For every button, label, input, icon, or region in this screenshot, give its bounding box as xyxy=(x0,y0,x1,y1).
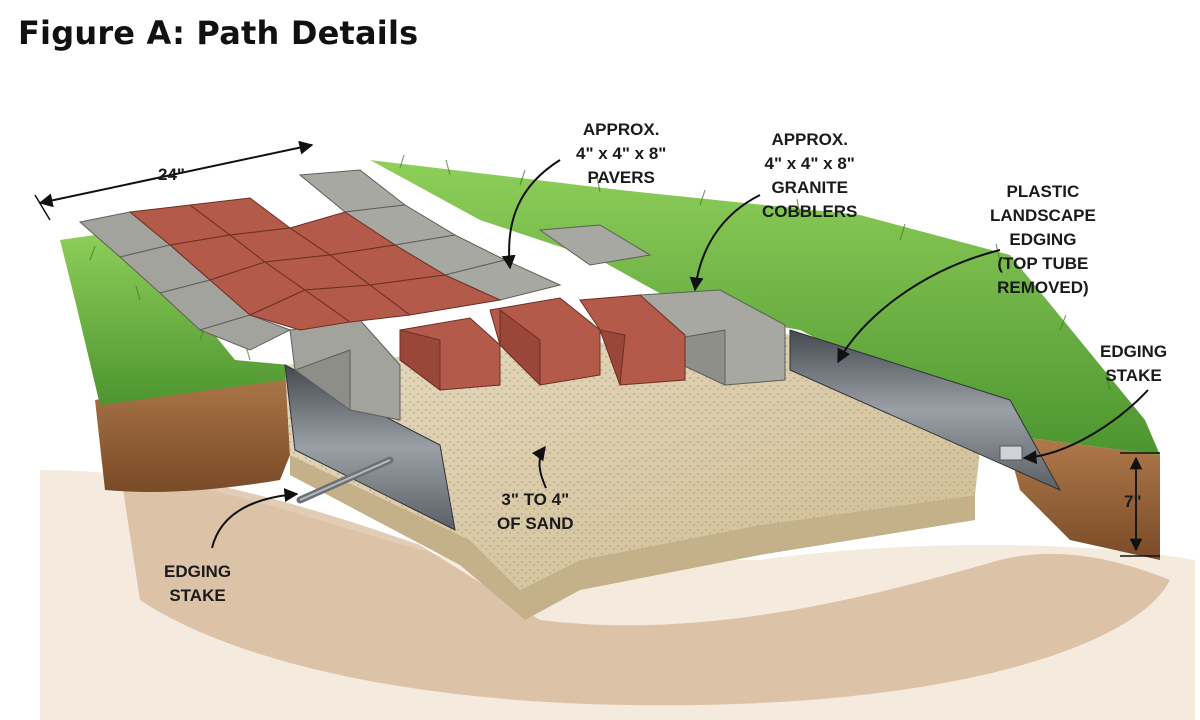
cobblers-callout-line: GRANITE xyxy=(762,176,857,200)
edging-callout-line: REMOVED) xyxy=(990,276,1096,300)
cobblers-callout-line: APPROX. xyxy=(762,128,857,152)
pavers-callout-line: APPROX. xyxy=(576,118,666,142)
stake-left-callout: EDGING STAKE xyxy=(164,560,231,608)
sand-callout: 3" TO 4" OF SAND xyxy=(497,488,574,536)
sand-callout-line: OF SAND xyxy=(497,512,574,536)
stake-left-callout-line: STAKE xyxy=(164,584,231,608)
stake-right-callout-line: EDGING xyxy=(1100,340,1167,364)
pavers-callout-line: 4" x 4" x 8" xyxy=(576,142,666,166)
edging-callout-line: EDGING xyxy=(990,228,1096,252)
sand-callout-line: 3" TO 4" xyxy=(497,488,574,512)
edging-callout: PLASTIC LANDSCAPE EDGING (TOP TUBE REMOV… xyxy=(990,180,1096,300)
edging-callout-line: (TOP TUBE xyxy=(990,252,1096,276)
edging-callout-line: PLASTIC xyxy=(990,180,1096,204)
stake-left-callout-line: EDGING xyxy=(164,560,231,584)
stake-right-callout-line: STAKE xyxy=(1100,364,1167,388)
width-dimension-label: 24" xyxy=(158,163,185,187)
depth-dimension-label: 7" xyxy=(1124,490,1142,514)
edging-callout-line: LANDSCAPE xyxy=(990,204,1096,228)
pavers-callout-line: PAVERS xyxy=(576,166,666,190)
cobblers-callout-line: 4" x 4" x 8" xyxy=(762,152,857,176)
right-edging-stake xyxy=(1000,446,1022,460)
cobblers-callout: APPROX. 4" x 4" x 8" GRANITE COBBLERS xyxy=(762,128,857,224)
cobblers-callout-line: COBBLERS xyxy=(762,200,857,224)
stake-right-callout: EDGING STAKE xyxy=(1100,340,1167,388)
pavers-callout: APPROX. 4" x 4" x 8" PAVERS xyxy=(576,118,666,190)
